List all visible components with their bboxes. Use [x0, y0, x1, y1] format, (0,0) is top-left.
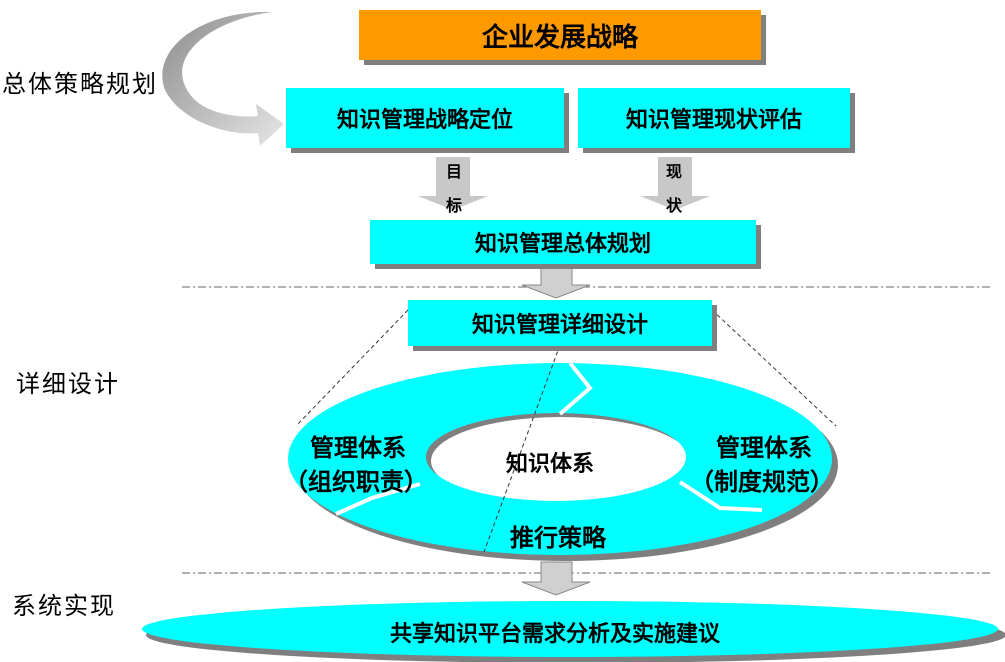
goal-label-1: 目 — [446, 162, 463, 181]
ring-center-label: 知识体系 — [506, 451, 595, 477]
down-arrow-1 — [521, 264, 591, 299]
status-label-2: 状 — [666, 196, 683, 215]
curved-arrow — [162, 11, 284, 146]
ring-right-label-1: 管理体系 — [716, 433, 812, 462]
knowledge-ring — [288, 361, 832, 555]
ring-left-label-2: （组织职责） — [284, 467, 428, 496]
ring-left-label-1: 管理体系 — [310, 433, 406, 462]
strategy-box: 企业发展战略 — [359, 10, 761, 60]
goal-label-2: 标 — [446, 196, 463, 215]
status-arrow — [640, 157, 710, 210]
section-label-overall: 总体策略规划 — [2, 70, 158, 98]
section-label-detail: 详细设计 — [16, 370, 120, 398]
down-arrow-2 — [521, 561, 591, 596]
assessment-box: 知识管理现状评估 — [578, 88, 850, 148]
overall-plan-box: 知识管理总体规划 — [370, 220, 756, 264]
positioning-box: 知识管理战略定位 — [286, 88, 564, 148]
dash-line-left — [295, 309, 409, 427]
dash-line-center — [483, 344, 561, 553]
ring-bottom-label: 推行策略 — [510, 523, 606, 552]
status-label-1: 现 — [666, 162, 683, 181]
section-label-implementation: 系统实现 — [12, 592, 116, 620]
dash-line-right — [711, 309, 837, 427]
platform-label: 共享知识平台需求分析及实施建议 — [390, 621, 721, 647]
platform-ellipse — [142, 601, 998, 657]
ring-right-label-2: （制度规范） — [690, 467, 834, 496]
goal-arrow — [418, 157, 488, 210]
detail-design-box: 知识管理详细设计 — [408, 300, 712, 346]
